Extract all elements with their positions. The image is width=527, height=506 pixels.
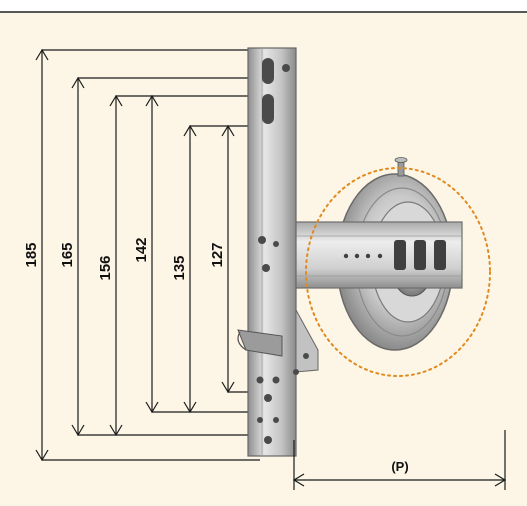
pulley-bracket-icon <box>237 47 463 457</box>
dim-165-arrow-bottom <box>71 424 85 437</box>
dim-185-arrow-top <box>35 48 49 61</box>
dim-156-label: 156 <box>97 255 114 280</box>
dim-156-arrow-top <box>109 94 123 107</box>
dim-185-label: 185 <box>23 242 40 267</box>
projection-dimension <box>292 430 507 490</box>
dim-185-line <box>41 49 260 461</box>
projection-label: (P) <box>391 459 408 474</box>
dim-135-arrow-bottom <box>183 401 197 414</box>
dim-127-label: 127 <box>209 242 226 267</box>
dim-135-label: 135 <box>171 255 188 280</box>
dim-135-arrow-top <box>183 124 197 137</box>
dim-127-arrow-bottom <box>221 381 235 394</box>
dimension-lines <box>35 48 268 462</box>
bracket-arm <box>291 221 463 289</box>
plate-clip <box>237 329 283 357</box>
dim-142-arrow-bottom <box>145 401 159 414</box>
dim-142-arrow-top <box>145 94 159 107</box>
dim-185-arrow-bottom <box>35 449 49 462</box>
wheel-orbit-outline <box>305 167 491 377</box>
dim-165-line <box>77 77 268 436</box>
mounting-plate <box>237 47 319 457</box>
dim-127-arrow-top <box>221 124 235 137</box>
dim-165-label: 165 <box>59 242 76 267</box>
dim-156-arrow-bottom <box>109 424 123 437</box>
dim-142-label: 142 <box>133 237 150 262</box>
dim-165-arrow-top <box>71 76 85 89</box>
